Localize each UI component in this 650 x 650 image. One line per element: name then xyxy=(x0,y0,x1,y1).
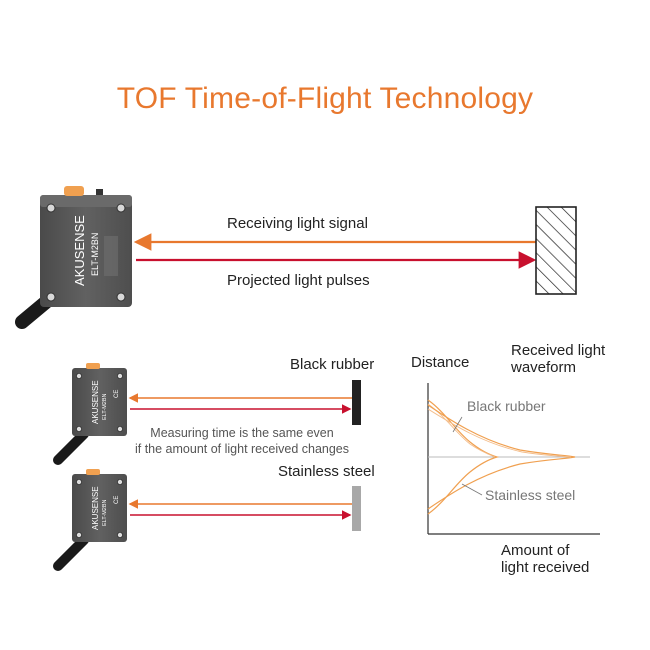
ce-mark: CE xyxy=(114,496,120,504)
stainless-steel-curve xyxy=(427,404,576,510)
y-axis-label: Distance xyxy=(411,354,470,371)
sensor-small-1: AKUSENSE ELT-M2BN CE xyxy=(53,363,127,465)
receive-label: Receiving light signal xyxy=(227,215,368,232)
sensor-small-2: AKUSENSE ELT-M2BN CE xyxy=(53,469,127,571)
note-line-1: Measuring time is the same even xyxy=(150,426,334,440)
page-title: TOF Time-of-Flight Technology xyxy=(116,82,534,115)
sensor-brand: AKUSENSE xyxy=(91,380,100,424)
curve-black-label: Black rubber xyxy=(467,398,546,414)
waveform-label-1: Received light xyxy=(511,342,606,359)
sensor-model: ELT-M2BN xyxy=(102,499,108,526)
black-rubber-target xyxy=(352,380,361,425)
sensor-brand: AKUSENSE xyxy=(91,486,100,530)
x-axis-label-1: Amount of xyxy=(501,542,570,559)
note-line-2: if the amount of light received changes xyxy=(134,442,350,456)
waveform-label-2: waveform xyxy=(511,359,577,376)
x-axis-label-2: light received xyxy=(501,559,590,576)
sensor-model: ELT-M2BN xyxy=(90,233,100,276)
ce-mark: CE xyxy=(114,390,120,398)
sensor-body xyxy=(40,195,132,307)
black-rubber-label: Black rubber xyxy=(290,356,375,373)
curve-steel-label: Stainless steel xyxy=(485,487,576,503)
waveform-graph xyxy=(427,383,600,535)
stainless-steel-target xyxy=(352,486,361,531)
stainless-steel-label: Stainless steel xyxy=(278,463,375,480)
sensor-button xyxy=(64,186,84,196)
sensor-brand: AKUSENSE xyxy=(72,215,87,286)
sensor-model: ELT-M2BN xyxy=(102,393,108,420)
sensor-large: AKUSENSE ELT-M2BN xyxy=(15,186,132,329)
leader-steel xyxy=(461,483,483,496)
sensor-button xyxy=(86,363,100,369)
project-label: Projected light pulses xyxy=(227,272,370,289)
black-rubber-curve xyxy=(427,399,500,515)
leader-black xyxy=(452,416,463,433)
hatched-target xyxy=(535,206,577,295)
sensor-button xyxy=(86,469,100,475)
